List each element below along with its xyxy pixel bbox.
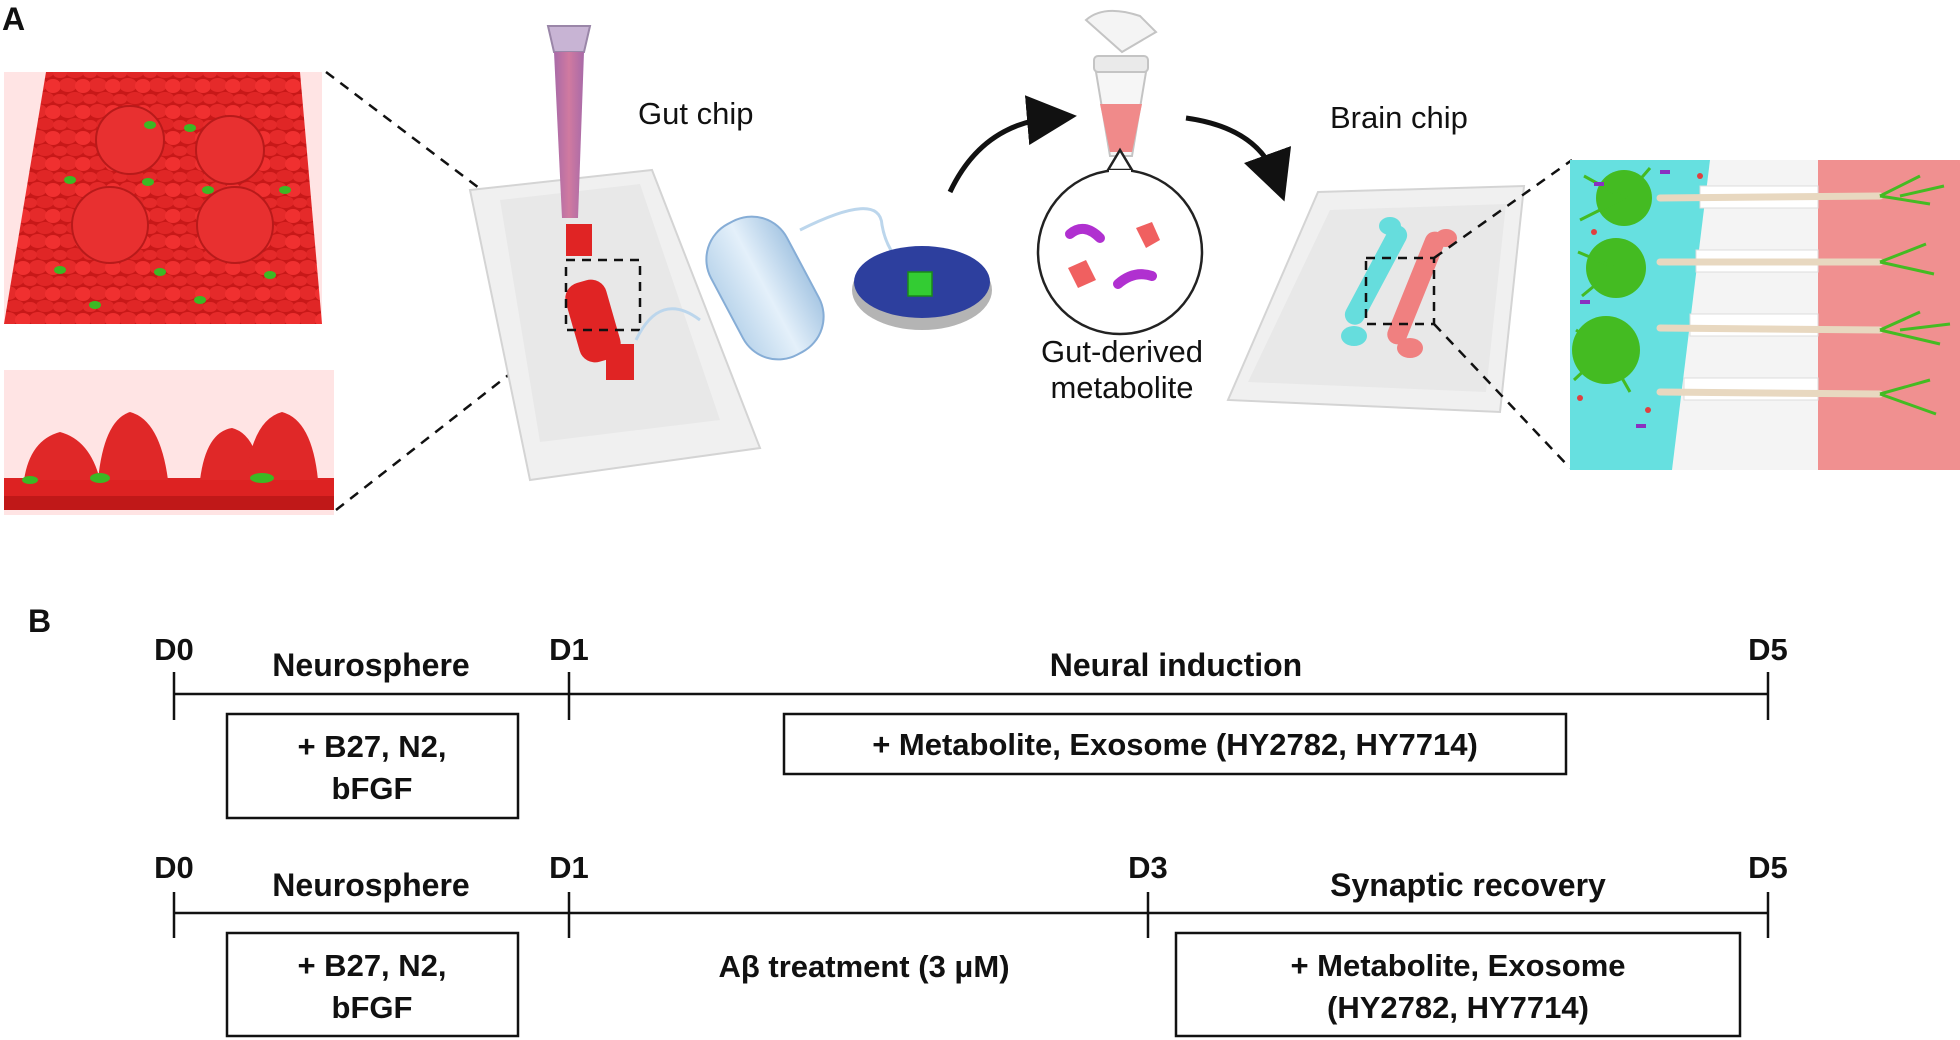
brain-chip <box>1226 184 1526 414</box>
timeline-2-box-1-line1: + B27, N2, <box>297 948 446 983</box>
zoom-line-left-top <box>325 71 567 255</box>
timeline-2-treatment: Aβ treatment (3 μM) <box>718 949 1009 984</box>
gut-chip <box>468 168 762 482</box>
tubing-and-reservoir <box>634 207 992 361</box>
brain-chip-zoom-box <box>1364 256 1436 326</box>
metabolite-label-line2: metabolite <box>1050 370 1193 405</box>
metabolite-label-line1: Gut-derived <box>1041 334 1203 369</box>
gut-epithelium-side-view <box>4 370 334 515</box>
microtube <box>1084 9 1158 157</box>
timeline-2-day-d3: D3 <box>1128 850 1168 885</box>
timeline-2-day-d1: D1 <box>549 850 589 885</box>
timeline-row-1: D0 D1 D5 Neurosphere Neural induction + … <box>154 632 1788 820</box>
gut-chip-label: Gut chip <box>638 96 753 131</box>
timeline-1-box-2 <box>782 712 1568 776</box>
panel-a-letter: A <box>2 1 25 37</box>
timeline-2-box-3-line2: (HY2782, HY7714) <box>1327 990 1589 1025</box>
zoom-line-right-bottom <box>1433 323 1571 469</box>
timeline-1-box-1 <box>225 712 520 820</box>
timeline-2-box-3-line1: + Metabolite, Exosome <box>1290 948 1625 983</box>
gut-epithelium-3d-view <box>4 72 322 324</box>
timeline-2-box-1 <box>225 931 520 1038</box>
timeline-1-day-d5: D5 <box>1748 632 1788 667</box>
metabolite-bubble <box>1036 147 1204 336</box>
timeline-2-phase-synaptic-recovery: Synaptic recovery <box>1330 867 1606 903</box>
timeline-2-day-d5: D5 <box>1748 850 1788 885</box>
timeline-row-2: D0 D1 D3 D5 Neurosphere Synaptic recover… <box>154 850 1788 1038</box>
arrow-tube-to-brain <box>1185 115 1292 202</box>
timeline-2-box-1-line2: bFGF <box>332 990 413 1025</box>
timeline-2-box-3 <box>1174 931 1742 1038</box>
timeline-2-day-d0: D0 <box>154 850 194 885</box>
gut-chip-zoom-box <box>564 258 642 332</box>
arrow-gut-to-tube <box>947 95 1077 194</box>
timeline-1-day-d0: D0 <box>154 632 194 667</box>
timeline-1-phase-neurosphere: Neurosphere <box>272 647 469 683</box>
timeline-1-box-1-line1: + B27, N2, <box>297 729 446 764</box>
timeline-1-box-2-text: + Metabolite, Exosome (HY2782, HY7714) <box>872 727 1478 762</box>
panel-b-letter: B <box>28 603 51 639</box>
timeline-1-day-d1: D1 <box>549 632 589 667</box>
timeline-1-phase-neural-induction: Neural induction <box>1050 647 1302 683</box>
timeline-2-phase-neurosphere: Neurosphere <box>272 867 469 903</box>
brain-chip-label: Brain chip <box>1330 100 1468 135</box>
neuron-compartment-view <box>1570 160 1960 470</box>
pipette-tip <box>546 25 592 218</box>
timeline-1-box-1-line2: bFGF <box>332 771 413 806</box>
